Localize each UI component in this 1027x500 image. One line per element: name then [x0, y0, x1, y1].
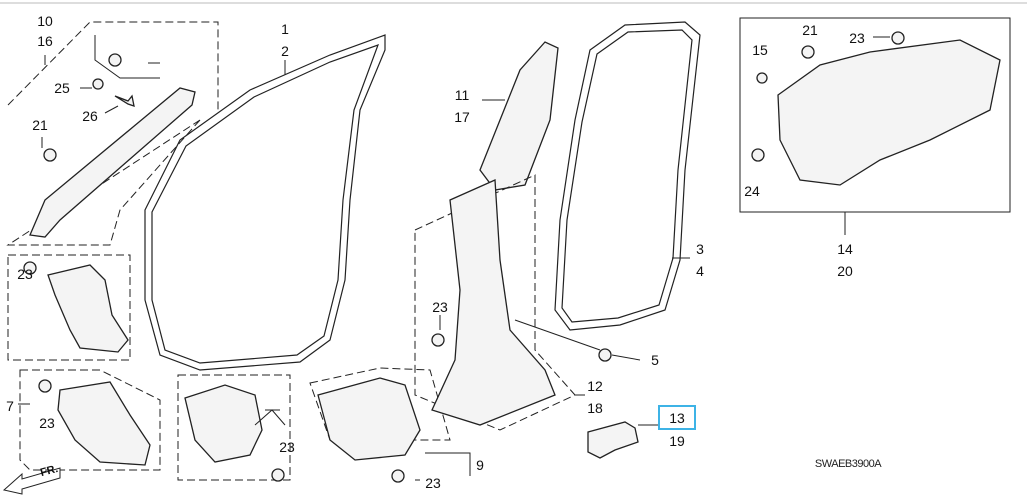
callout-highlighted[interactable]: 13 [669, 410, 685, 426]
callout[interactable]: 16 [37, 33, 53, 49]
a-pillar-garnish-group [6, 21, 219, 246]
direction-label: FR. [39, 463, 59, 479]
callout[interactable]: 12 [587, 378, 603, 394]
callout[interactable]: 21 [32, 117, 48, 133]
clip-icon [108, 53, 122, 67]
callout[interactable]: 23 [432, 299, 448, 315]
callout[interactable]: 19 [669, 433, 685, 449]
rear-pillar-lining-group [739, 17, 1011, 235]
clip-icon [756, 72, 768, 84]
bolt-5 [514, 319, 641, 362]
callout[interactable]: 11 [455, 87, 470, 103]
clip-26-icon [114, 94, 135, 107]
callouts: 10 16 1 2 11 17 21 23 15 25 26 21 24 3 4… [6, 13, 883, 491]
rear-door-opening-seal [554, 21, 701, 331]
clip-icon [23, 261, 37, 275]
rear-kick-trim [317, 377, 421, 461]
callout[interactable]: 23 [849, 30, 865, 46]
b-pillar-upper-garnish [479, 41, 559, 191]
clip-icon [431, 333, 445, 347]
highlight-box [658, 405, 696, 430]
callout[interactable]: 18 [587, 400, 603, 416]
front-side-lining-group [177, 374, 291, 482]
front-door-opening-seal [144, 34, 386, 371]
callout[interactable]: 4 [696, 263, 704, 279]
front-direction-arrow: FR. [2, 463, 61, 495]
clip-icon [891, 31, 905, 45]
callout[interactable]: 7 [6, 398, 14, 414]
diagram-code: SWAEB3900A [815, 458, 882, 470]
callout[interactable]: 2 [281, 43, 289, 59]
clip-icon [271, 468, 285, 482]
callout[interactable]: 23 [279, 439, 295, 455]
callout[interactable]: 23 [425, 475, 441, 491]
kick-panel-bracket [47, 264, 129, 353]
kick-panel-group [7, 254, 131, 361]
callout[interactable]: 26 [82, 108, 98, 124]
callout[interactable]: 25 [54, 80, 70, 96]
callout[interactable]: 24 [744, 183, 760, 199]
b-pillar-lower-garnish [431, 179, 556, 426]
rear-pillar-lining [777, 39, 1001, 186]
part-13-cover [587, 405, 696, 459]
callout[interactable]: 9 [476, 457, 484, 473]
callout[interactable]: 23 [39, 415, 55, 431]
a-pillar-garnish [29, 87, 196, 238]
clip-25-icon [92, 78, 104, 90]
clip-icon [391, 469, 405, 483]
b-pillar-lower-group [414, 174, 585, 431]
callout[interactable]: 5 [651, 352, 659, 368]
callout[interactable]: 20 [837, 263, 853, 279]
clip-icon [38, 379, 52, 393]
callout[interactable]: 17 [454, 109, 470, 125]
callout[interactable]: 10 [37, 13, 53, 29]
clip-icon [801, 45, 815, 59]
callout[interactable]: 21 [802, 22, 818, 38]
sill-trim-front [57, 381, 151, 466]
callout[interactable]: 23 [17, 266, 33, 282]
side-sill-trim-group [18, 369, 161, 471]
callout[interactable]: 15 [752, 42, 768, 58]
clip-icon [751, 148, 765, 162]
clip-21-icon [43, 148, 57, 162]
front-side-lining [184, 384, 263, 463]
callout[interactable]: 3 [696, 241, 704, 257]
callout[interactable]: 1 [281, 21, 289, 37]
callout[interactable]: 14 [837, 241, 853, 257]
